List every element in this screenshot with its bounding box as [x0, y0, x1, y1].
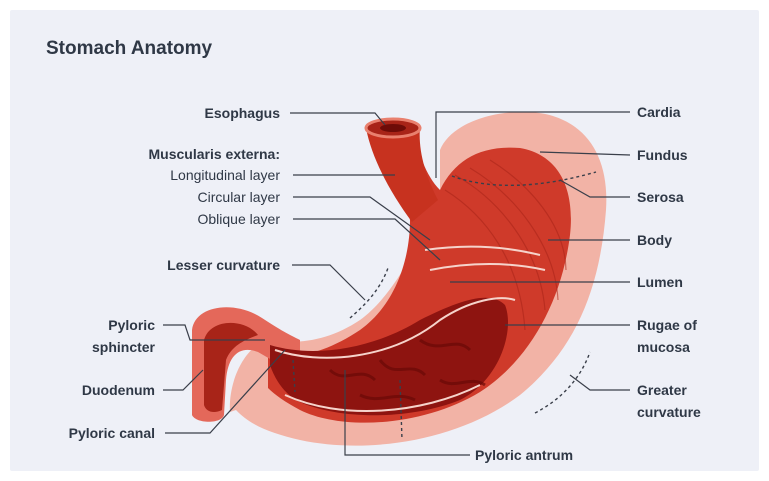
label-lesser-curvature: Lesser curvature — [100, 254, 280, 276]
label-cardia: Cardia — [637, 101, 681, 123]
label-fundus: Fundus — [637, 144, 688, 166]
label-pyloric-antrum: Pyloric antrum — [475, 444, 573, 466]
label-oblique-layer: Oblique layer — [100, 208, 280, 230]
label-duodenum: Duodenum — [40, 379, 155, 401]
label-pyloric-sphincter-line1: Pyloric — [40, 314, 155, 336]
label-serosa: Serosa — [637, 186, 684, 208]
label-greater-curvature-line2: curvature — [637, 401, 701, 423]
esophagus-lumen — [380, 124, 406, 132]
label-rugae-line1: Rugae of — [637, 314, 697, 336]
label-greater-curvature-line1: Greater — [637, 379, 687, 401]
label-pyloric-canal: Pyloric canal — [40, 422, 155, 444]
label-lumen: Lumen — [637, 271, 683, 293]
page-title: Stomach Anatomy — [46, 38, 212, 60]
label-muscularis-externa: Muscularis externa: — [100, 143, 280, 165]
label-longitudinal-layer: Longitudinal layer — [100, 164, 280, 186]
label-esophagus: Esophagus — [150, 102, 280, 124]
label-circular-layer: Circular layer — [100, 186, 280, 208]
label-pyloric-sphincter-line2: sphincter — [40, 336, 155, 358]
label-rugae-line2: mucosa — [637, 336, 690, 358]
label-body: Body — [637, 229, 672, 251]
